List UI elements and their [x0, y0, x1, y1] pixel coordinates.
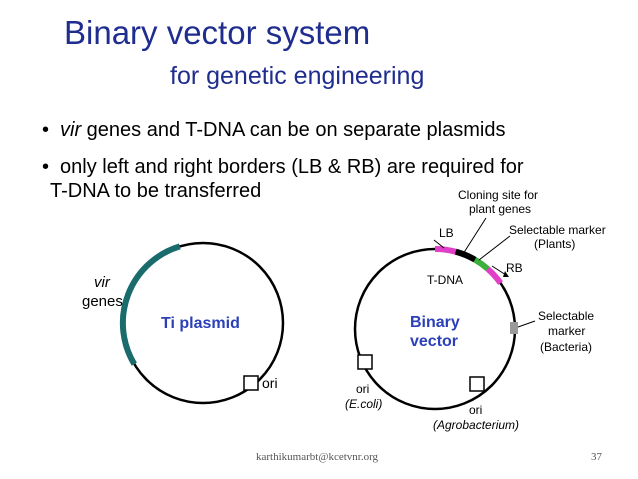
- ori-ecoli-label-1: ori: [356, 382, 369, 396]
- bullet-2-text: only left and right borders (LB & RB) ar…: [60, 156, 524, 178]
- bacteria-marker-segment: [510, 322, 518, 334]
- rb-arrowhead: [503, 271, 509, 277]
- ori-agro-label-2: (Agrobacterium): [433, 418, 519, 432]
- ori-ecoli-label-2: (E.coli): [345, 397, 382, 411]
- bullet-dot: •: [42, 156, 50, 178]
- slide-title-line2: for genetic engineering: [170, 62, 425, 90]
- tdna-cloning-segment: [454, 248, 477, 263]
- bullet-1-text: genes and T-DNA can be on separate plasm…: [81, 119, 506, 141]
- binary-vector-name-1: Binary: [410, 314, 460, 331]
- lb-label: LB: [439, 226, 454, 240]
- rb-segment: [485, 266, 503, 285]
- lb-pointer: [433, 239, 445, 249]
- bullet-item-1: • vir genes and T-DNA can be on separate …: [42, 118, 505, 142]
- ti-ori-label: ori: [262, 375, 278, 391]
- bacteria-marker-label-3: (Bacteria): [540, 340, 592, 354]
- tdna-label: T-DNA: [427, 273, 463, 287]
- rb-label: RB: [506, 261, 523, 275]
- ti-ori-box: [243, 375, 259, 391]
- ori-agro-label-1: ori: [469, 403, 482, 417]
- plant-marker-segment: [473, 257, 490, 272]
- plant-marker-pointer: [478, 235, 511, 261]
- cloning-site-label-2: plant genes: [469, 202, 531, 216]
- vir-label: vir: [94, 274, 111, 291]
- ti-plasmid-name: Ti plasmid: [161, 315, 240, 332]
- slide-title-line1: Binary vector system: [64, 14, 371, 51]
- lb-segment: [434, 245, 457, 255]
- cloning-site-pointer: [462, 217, 487, 255]
- bacteria-marker-label-2: marker: [548, 324, 585, 338]
- bullet-item-2: • only left and right borders (LB & RB) a…: [42, 155, 524, 179]
- genes-label: genes: [82, 293, 123, 310]
- ori-agro-box: [469, 376, 485, 392]
- binary-vector-name-2: vector: [410, 333, 458, 350]
- bullet-dot: •: [42, 119, 50, 141]
- bacteria-marker-pointer: [517, 320, 536, 328]
- bullet-2-continuation: T-DNA to be transferred: [50, 180, 262, 202]
- ori-ecoli-box: [357, 354, 373, 370]
- cloning-site-label-1: Cloning site for: [458, 188, 538, 202]
- bacteria-marker-label-1: Selectable: [538, 309, 594, 323]
- plant-marker-label-1: Selectable marker: [509, 223, 606, 237]
- vir-genes-arc: [119, 243, 181, 366]
- page-number: 37: [591, 451, 602, 463]
- footer-email: karthikumarbt@kcetvnr.org: [256, 451, 379, 463]
- bullet-1-vir-italic: vir: [60, 119, 82, 141]
- rb-arrow: [491, 265, 507, 276]
- plant-marker-label-2: (Plants): [534, 237, 575, 251]
